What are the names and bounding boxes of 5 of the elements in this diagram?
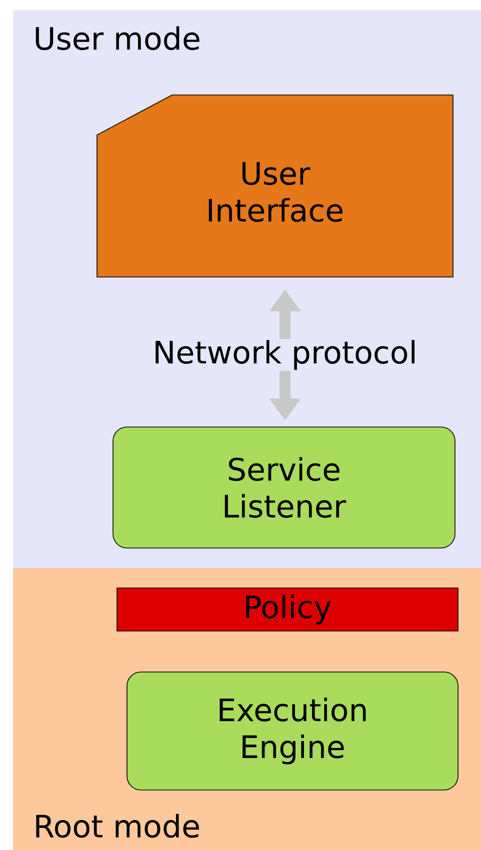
component-box: Execution Engine xyxy=(126,672,458,790)
policy-bar: Policy xyxy=(116,588,458,632)
edge-label: Network protocol xyxy=(156,340,414,370)
component-box: Service Listener xyxy=(112,426,456,548)
interface-box: User Interface xyxy=(96,94,454,278)
